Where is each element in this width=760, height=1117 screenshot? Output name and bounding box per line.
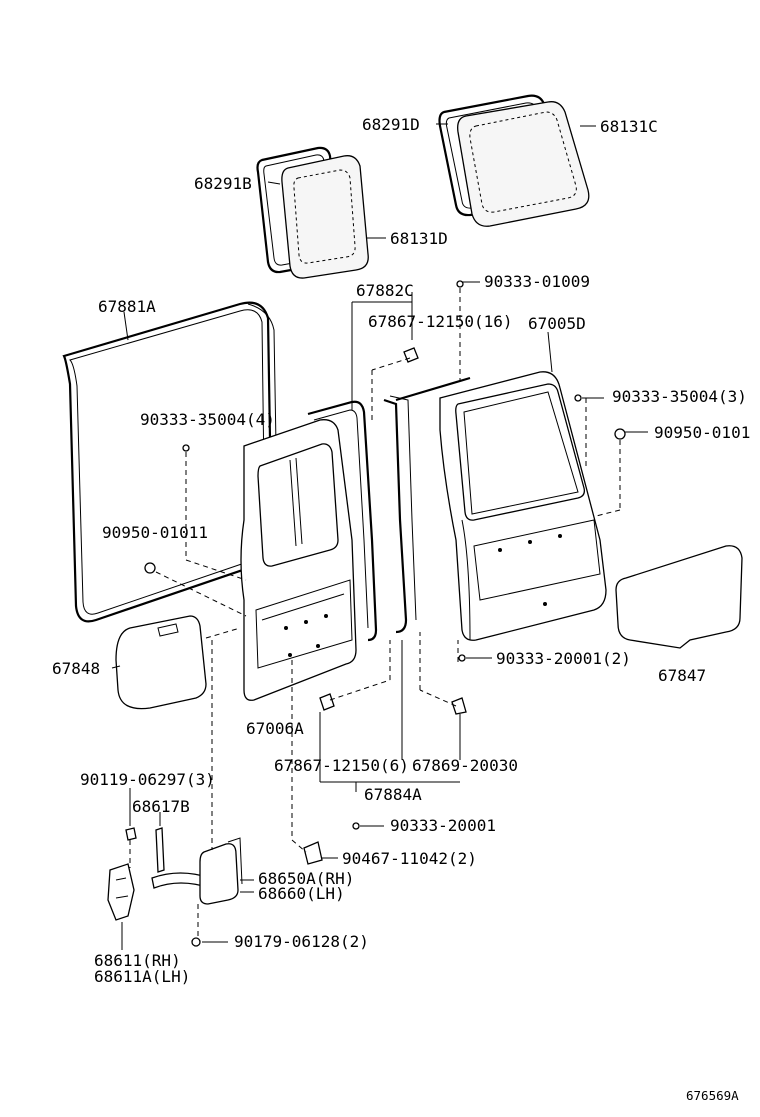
weatherstrip-67881A [62,301,279,623]
label-90333-20001-2: 90333-20001(2) [496,649,631,668]
label-67848: 67848 [52,659,100,678]
label-90467-11042-2: 90467-11042(2) [342,849,477,868]
label-90950-0101: 90950-0101 [654,423,750,442]
label-67867-12150-16: 67867-12150(16) [368,312,513,331]
leader-lines [111,123,648,950]
label-90950-01011: 90950-01011 [102,523,208,542]
label-67005D: 67005D [528,314,586,333]
label-90333-01009: 90333-01009 [484,272,590,291]
hinge-assembly [107,827,243,921]
glass-68131C [457,101,590,227]
figure-id: 676569A [686,1088,739,1103]
weatherstrip-67884A [383,376,471,634]
door-panel-67006A [240,419,357,701]
label-68611-RH: 68611(RH) [94,951,181,970]
label-90333-20001: 90333-20001 [390,816,496,835]
door-outer-67005D [439,371,607,641]
label-68660-LH: 68660(LH) [258,884,345,903]
label-68131C: 68131C [600,117,658,136]
label-67847: 67847 [658,666,706,685]
label-67884A: 67884A [364,785,422,804]
label-68650A-RH: 68650A(RH) [258,869,354,888]
label-68291D: 68291D [362,115,420,134]
label-90333-35004-3: 90333-35004(3) [612,387,747,406]
label-68617B: 68617B [132,797,190,816]
label-67869-20030: 67869-20030 [412,756,518,775]
label-67867-12150-6: 67867-12150(6) [274,756,409,775]
part-labels: 68291D 68131C 68291B 68131D 90333-01009 … [52,115,750,1103]
label-90119-06297-3: 90119-06297(3) [80,770,215,789]
label-68131D: 68131D [390,229,448,248]
fasteners [125,280,626,947]
label-67881A: 67881A [98,297,156,316]
trim-panel-67847 [615,545,743,649]
weatherstrip-67882C [307,400,378,642]
label-68611A-LH: 68611A(LH) [94,967,190,986]
label-90179-06128-2: 90179-06128(2) [234,932,369,951]
label-67882C: 67882C [356,281,414,300]
trim-panel-67848 [115,615,207,710]
label-68291B: 68291B [194,174,252,193]
label-90333-35004-4: 90333-35004(4) [140,410,275,429]
label-67006A: 67006A [246,719,304,738]
glass-68131D [281,155,369,279]
